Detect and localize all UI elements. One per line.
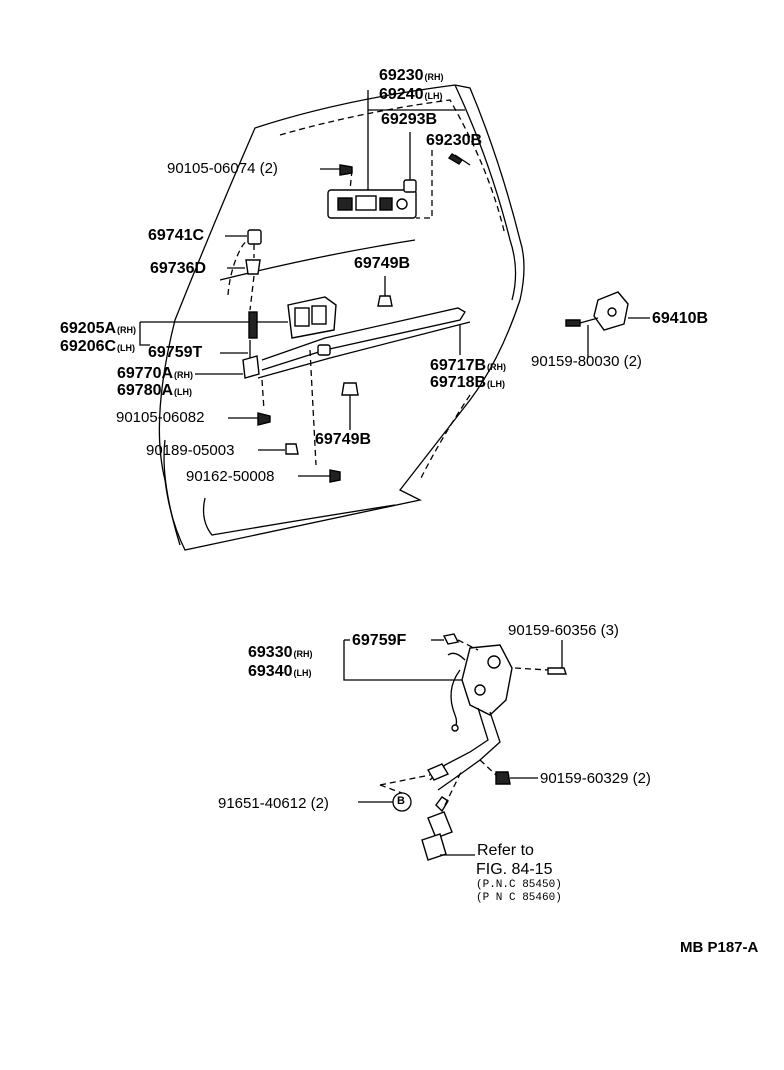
label-69205A: 69205A(RH) (60, 320, 137, 337)
label-69749B-bottom: 69749B (315, 431, 372, 448)
door-lock-69330 (426, 644, 513, 791)
label-69780A: 69780A(LH) (117, 382, 193, 399)
label-90189-05003: 90189-05003 (146, 442, 235, 459)
label-90105-06074: 90105-06074 (2) (167, 160, 278, 177)
label-90105-06082: 90105-06082 (116, 409, 205, 426)
label-69206C: 69206C(LH) (60, 338, 136, 355)
outside-handle-69230 (327, 189, 417, 219)
label-69759T: 69759T (148, 344, 203, 361)
label-69717B: 69717B(RH) (430, 357, 507, 374)
label-69736D: 69736D (150, 260, 207, 277)
label-90162-50008: 90162-50008 (186, 468, 275, 485)
door-inner-outline (279, 99, 506, 236)
refer-to-label: Refer to (477, 842, 534, 859)
door-panel-outline (158, 84, 525, 551)
label-69770A: 69770A(RH) (117, 365, 194, 382)
pnc-85460: (P N C 85460) (476, 892, 562, 904)
label-69410B: 69410B (652, 310, 709, 327)
label-69230: 69230(RH) (379, 67, 444, 84)
label-69718B: 69718B(LH) (430, 374, 506, 391)
label-69340: 69340(LH) (248, 663, 312, 680)
drawing-code: MB P187-A (680, 939, 759, 956)
label-91651-40612: 91651-40612 (2) (218, 795, 329, 812)
label-90159-60329: 90159-60329 (2) (540, 770, 651, 787)
label-69230B: 69230B (426, 132, 483, 149)
circle-b-label: B (397, 795, 405, 807)
label-69759F: 69759F (352, 632, 407, 649)
inside-handle-69205A (287, 296, 337, 339)
label-90159-80030: 90159-80030 (2) (531, 353, 642, 370)
label-69741C: 69741C (148, 227, 205, 244)
label-69330: 69330(RH) (248, 644, 313, 661)
label-69749B-top: 69749B (354, 255, 411, 272)
label-69293B: 69293B (381, 111, 438, 128)
label-90159-60356: 90159-60356 (3) (508, 622, 619, 639)
pnc-85450: (P.N.C 85450) (476, 879, 562, 891)
label-69240: 69240(LH) (379, 86, 443, 103)
fig-reference: FIG. 84-15 (476, 861, 553, 878)
